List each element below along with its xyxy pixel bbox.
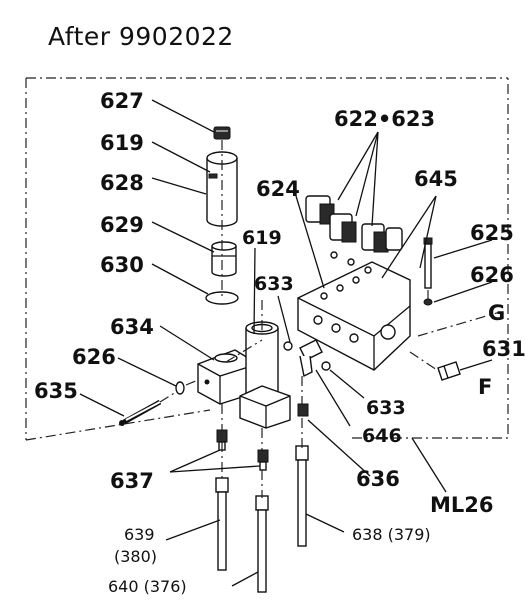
fitting-part: [216, 429, 269, 471]
part-labels: 627 619 628 629 630 619 634 626 635 637 …: [34, 89, 525, 596]
diagram-title: After 9902022: [48, 22, 234, 51]
manifold-block-part: [297, 261, 411, 371]
label-639: 639: [124, 525, 155, 544]
label-624: 624: [256, 177, 300, 201]
long-bolt-part: [423, 237, 433, 289]
label-619: 619: [100, 131, 144, 155]
elbow-part: [299, 339, 323, 378]
label-628: 628: [100, 171, 144, 195]
label-633-lower: 633: [366, 397, 406, 419]
label-619-lower: 619: [242, 227, 282, 249]
label-634: 634: [110, 315, 154, 339]
label-F: F: [478, 375, 492, 399]
label-630: 630: [100, 253, 144, 277]
small-o-ring-part: [283, 341, 293, 351]
label-640: 640 (376): [108, 577, 187, 596]
sleeve-part: [211, 241, 237, 277]
label-626-left: 626: [72, 345, 116, 369]
label-638: 638 (379): [352, 525, 431, 544]
centre-lines: [159, 140, 501, 498]
label-622-623: 622•623: [334, 107, 435, 131]
side-fitting-part: [437, 361, 461, 381]
label-629: 629: [100, 213, 144, 237]
lower-cylinder-part: [239, 321, 291, 429]
label-636: 636: [356, 467, 400, 491]
label-645: 645: [414, 167, 458, 191]
label-627: 627: [100, 89, 144, 113]
leader-lines: [79, 99, 493, 587]
label-G: G: [488, 301, 505, 325]
label-646: 646: [362, 425, 402, 447]
label-637: 637: [110, 469, 154, 493]
valve-block-part: [197, 349, 259, 405]
label-ML26: ML26: [430, 493, 494, 517]
o-ring-part: [205, 291, 239, 305]
label-380: (380): [114, 547, 157, 566]
assembly-boundary: [25, 77, 509, 441]
label-633-upper: 633: [254, 273, 294, 295]
small-o-ring-part: [321, 361, 331, 371]
label-631: 631: [482, 337, 525, 361]
bolt-part: [119, 399, 162, 426]
label-625: 625: [470, 221, 514, 245]
cap-part: [213, 126, 231, 140]
solenoid-valve-part: [305, 195, 403, 274]
washer-part: [175, 381, 185, 395]
label-626-right: 626: [470, 263, 514, 287]
label-635: 635: [34, 379, 78, 403]
